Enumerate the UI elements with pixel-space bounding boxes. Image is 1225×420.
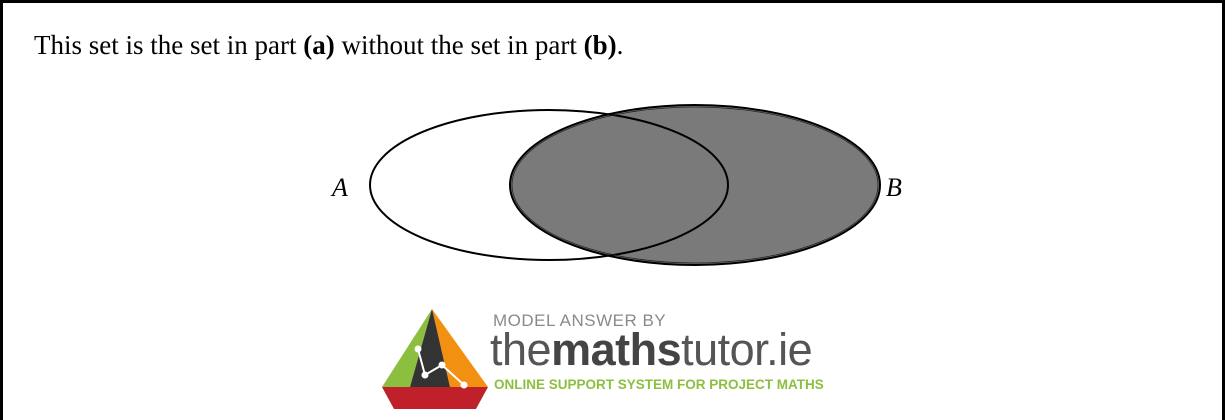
logo-tagline: ONLINE SUPPORT SYSTEM FOR PROJECT MATHS	[494, 377, 824, 392]
set-a-ellipse	[369, 109, 729, 261]
logo-word-the: the	[490, 324, 552, 375]
statement-text: This set is the set in part (a) without …	[34, 32, 623, 59]
logo-triangle-icon	[382, 309, 488, 409]
label-a: A	[330, 173, 348, 202]
statement-part-b: (b)	[583, 30, 617, 60]
set-b-ellipse	[509, 104, 881, 266]
logo-model-answer-text: MODEL ANSWER BY	[493, 311, 667, 330]
statement-part-a: (a)	[303, 30, 335, 60]
logo-wordmark: themathstutor.ie	[490, 324, 813, 375]
statement-part-3: .	[616, 30, 624, 60]
label-b: B	[886, 173, 902, 202]
themathstutor-logo: MODEL ANSWER BY themathstutor.ie ONLINE …	[380, 305, 860, 415]
set-b-inner-outline	[511, 106, 879, 264]
logo-word-maths: maths	[551, 324, 682, 375]
statement-part-2: without the set in part	[334, 30, 584, 60]
logo-word-tutor: tutor.ie	[681, 324, 813, 375]
venn-diagram: A B	[330, 104, 902, 266]
statement-part-1: This set is the set in part	[34, 30, 304, 60]
